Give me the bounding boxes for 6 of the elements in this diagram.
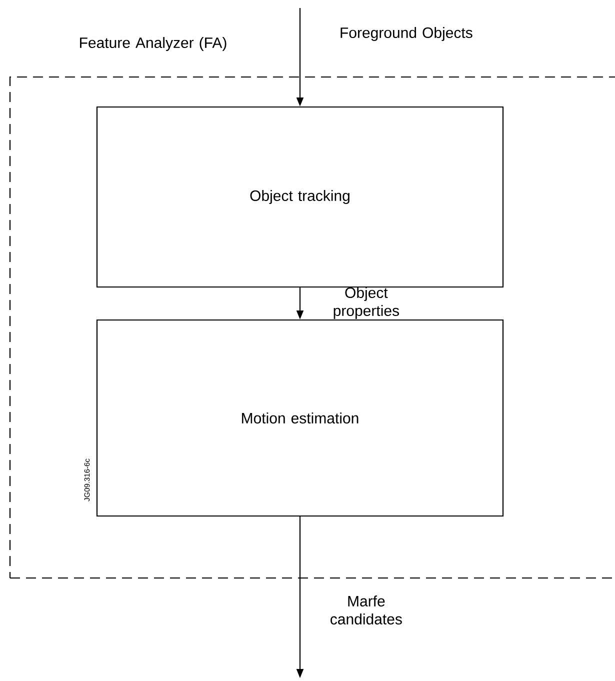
edge-label: Marfe candidates [330,596,402,624]
edge-label: Object properties [334,287,399,319]
node-label: Feature Analyzer (FA) [80,37,226,51]
edge-label: Foreground Objects [340,27,472,41]
process-box: Motion estimation [96,319,504,517]
process-box: Object tracking [96,106,504,288]
